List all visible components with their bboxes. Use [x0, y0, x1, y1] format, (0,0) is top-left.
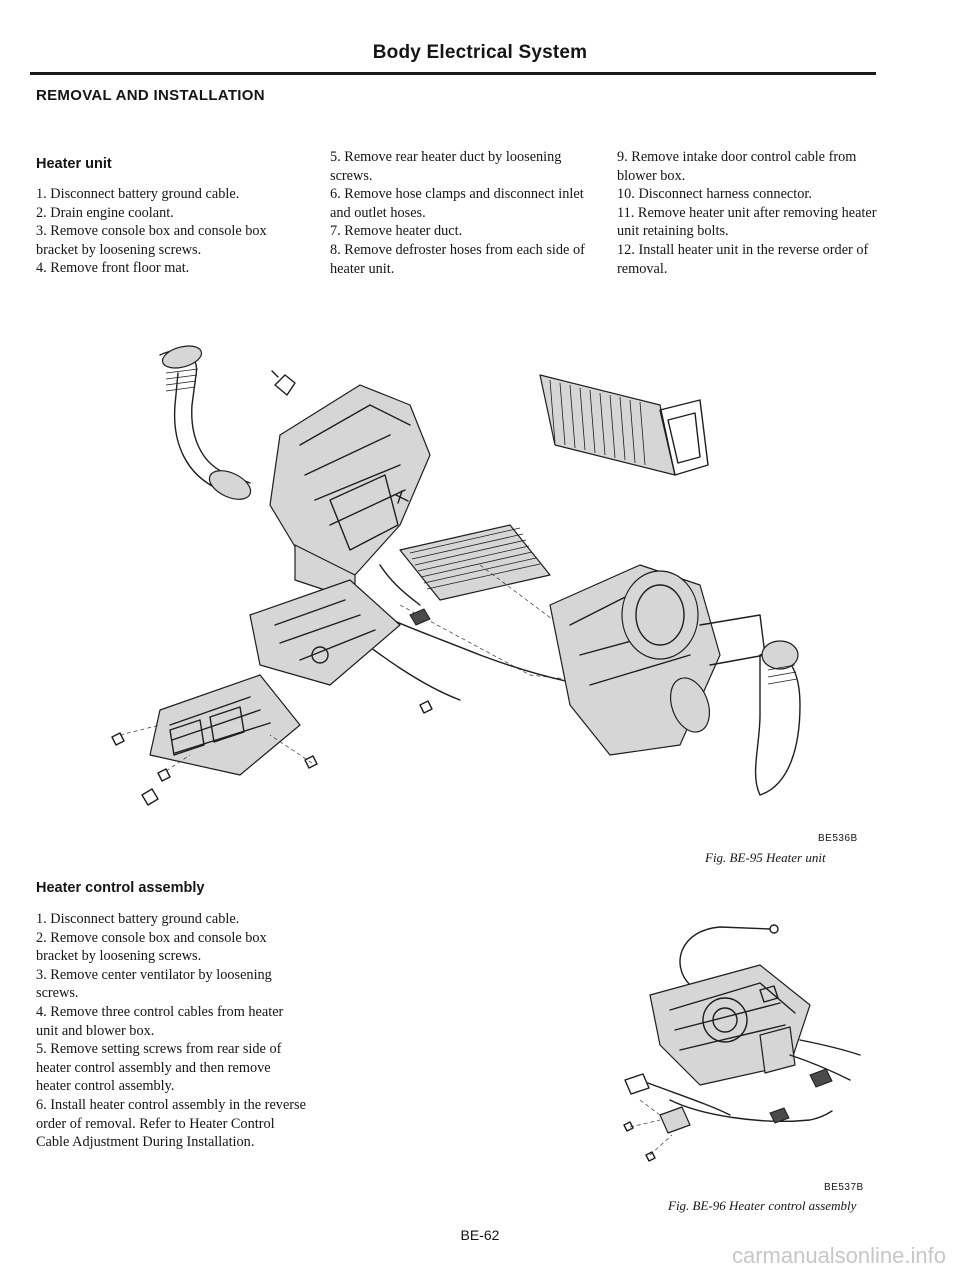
screw [111, 732, 125, 746]
page-header: Body Electrical System [372, 42, 588, 63]
heater-unit-illustration [111, 345, 801, 806]
fan-switch [659, 1106, 691, 1134]
step-6: 6. Remove hose clamps and disconnect inl… [330, 186, 584, 221]
harness-connector [809, 1068, 833, 1088]
harness-connector [769, 1107, 790, 1124]
control-cable [789, 1054, 851, 1081]
control-step-5: 5. Remove setting screws from rear side … [36, 1041, 282, 1095]
control-step-2: 2. Remove console box and console box br… [36, 929, 267, 965]
harness-connector [409, 608, 431, 626]
screw [304, 755, 318, 769]
right-defroster-hose [754, 652, 801, 796]
control-step-4: 4. Remove three control cables from heat… [36, 1003, 284, 1039]
step-12: 12. Install heater unit in the reverse o… [617, 241, 869, 277]
figure1-caption: Fig. BE-95 Heater unit [705, 850, 826, 865]
control-step-1: 1. Disconnect battery ground cable. [36, 911, 240, 927]
screw [157, 768, 171, 782]
blower-box [269, 384, 431, 576]
step-5: 5. Remove rear heater duct by loosening … [330, 149, 562, 184]
heater-core-pipe [379, 564, 421, 606]
bulb-socket [141, 788, 159, 806]
step-11: 11. Remove heater unit after removing he… [617, 204, 877, 240]
step-7: 7. Remove heater duct. [330, 223, 463, 240]
heater-unit-heading: Heater unit [36, 156, 112, 172]
control-assembly-heading: Heater control assembly [36, 880, 205, 896]
step-9: 9. Remove intake door control cable from… [617, 149, 857, 184]
center-ventilator [149, 674, 301, 776]
watermark: carmanualsonline.info [731, 1243, 946, 1268]
step-8: 8. Remove defroster hoses from each side… [330, 241, 585, 277]
bracket-part [271, 370, 296, 396]
left-defroster-hose [159, 350, 251, 484]
step-2: 2. Drain engine coolant. [36, 204, 174, 221]
control-assembly-part [249, 579, 401, 686]
control-cable [679, 926, 771, 986]
header-rule [30, 72, 876, 75]
step-4: 4. Remove front floor mat. [36, 260, 190, 277]
heater-unit-steps-col3: 9. Remove intake door control cable from… [617, 148, 879, 278]
illumination-bulb [624, 1073, 650, 1095]
step-1: 1. Disconnect battery ground cable. [36, 186, 240, 202]
page-number: BE-62 [460, 1227, 500, 1243]
control-assembly-steps: 1. Disconnect battery ground cable. 2. R… [36, 910, 308, 1152]
step-3: 3. Remove console box and console box br… [36, 223, 267, 258]
screw [419, 700, 433, 714]
heater-core [399, 524, 551, 601]
step-10: 10. Disconnect harness connector. [617, 186, 812, 203]
control-step-3: 3. Remove center ventilator by loosening… [36, 966, 272, 1002]
heater-outlet [621, 570, 699, 660]
heater-unit-steps-col1: 1. Disconnect battery ground cable. 2. D… [36, 185, 308, 278]
heater-unit-steps-col2: 5. Remove rear heater duct by loosening … [330, 148, 592, 278]
control-step-6: 6. Install heater control assembly in th… [36, 1096, 306, 1151]
control-assembly-illustration [623, 924, 861, 1162]
section-title: REMOVAL AND INSTALLATION [36, 87, 265, 104]
figure1-id: BE536B [818, 833, 858, 844]
figure2-id: BE537B [824, 1182, 864, 1193]
figure2-caption: Fig. BE-96 Heater control assembly [668, 1198, 857, 1213]
